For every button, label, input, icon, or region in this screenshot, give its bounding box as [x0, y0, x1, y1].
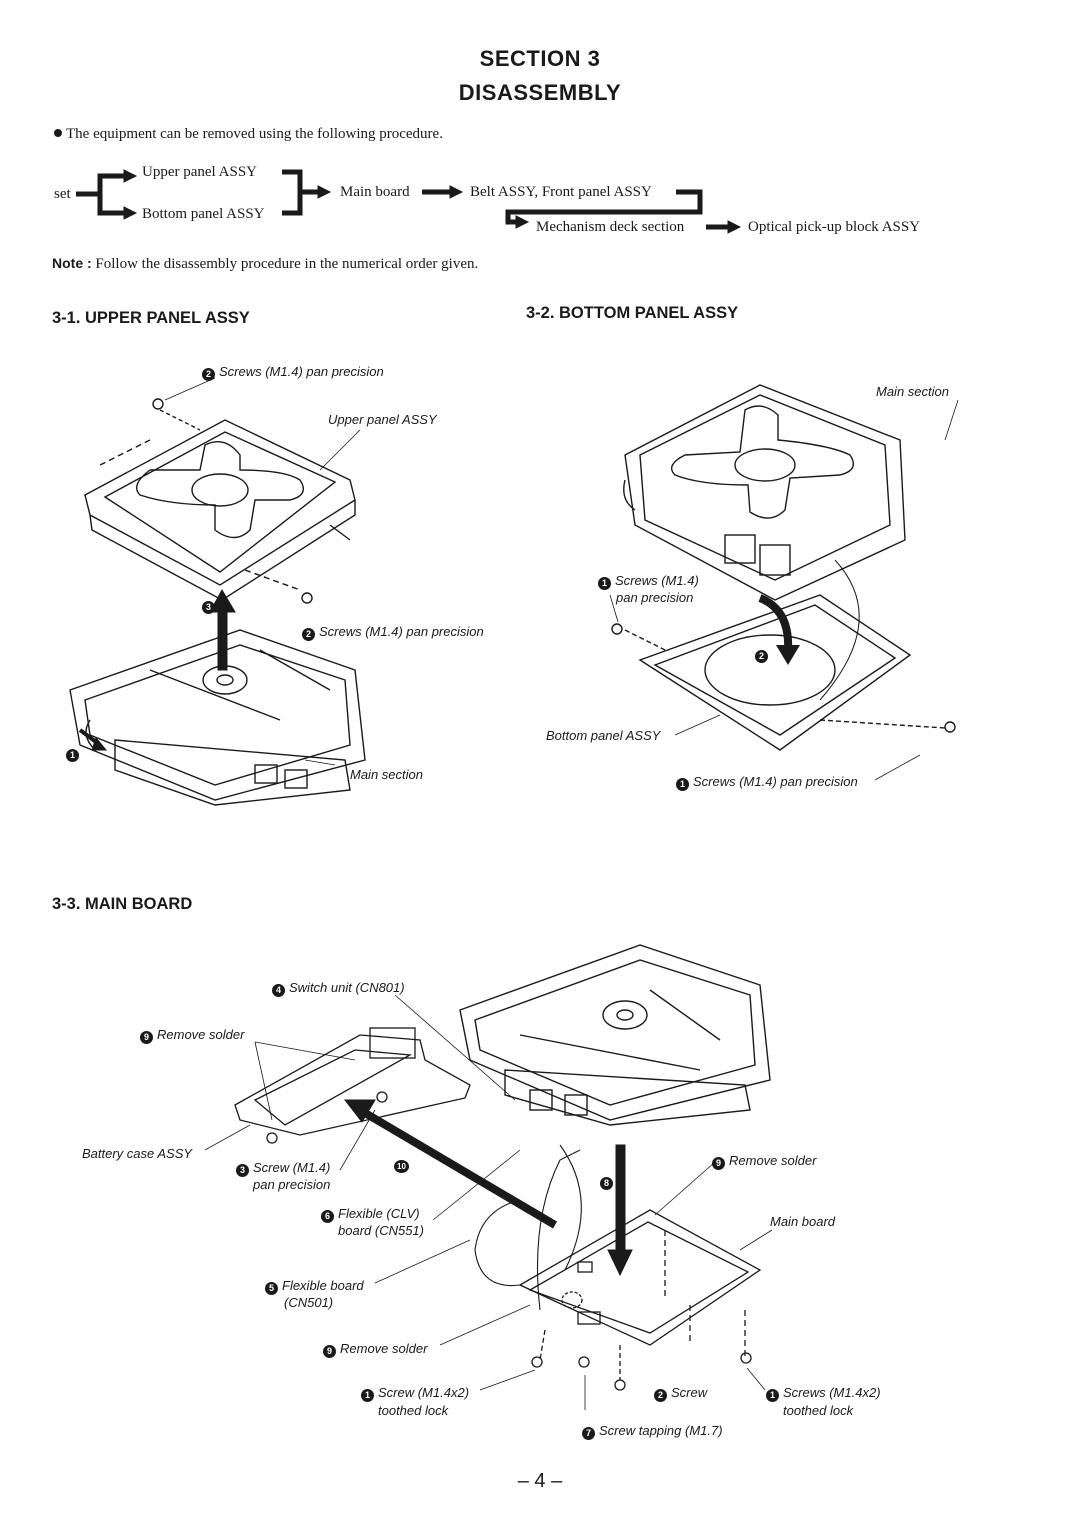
label-screw-m14-b: pan precision: [253, 1177, 331, 1192]
sec2-leaders: [609, 399, 959, 781]
note-line: Note : Follow the disassembly procedure …: [52, 255, 478, 273]
intro-text: The equipment can be removed using the f…: [66, 126, 443, 142]
heading-upper-panel: 3-1. UPPER PANEL ASSY: [52, 309, 250, 327]
sec3-arrows: [343, 1099, 633, 1277]
main-section-drawing: [69, 629, 366, 806]
section-number: SECTION 3: [479, 46, 601, 71]
intro-line: The equipment can be removed using the f…: [54, 126, 443, 143]
label-battery-case: Battery case ASSY: [82, 1146, 193, 1161]
flow-belt-assy: Belt ASSY, Front panel ASSY: [470, 184, 652, 200]
heading-main-board: 3-3. MAIN BOARD: [52, 895, 193, 913]
note-text: Follow the disassembly procedure in the …: [95, 256, 479, 272]
label-main-section-1: Main section: [350, 767, 423, 782]
bottom-panel-drawing: [611, 559, 956, 751]
main-board-drawing: [474, 1144, 762, 1391]
step-number-2: 2: [202, 368, 215, 381]
flow-upper-panel: Upper panel ASSY: [142, 164, 257, 180]
sec2-arrows: [758, 594, 800, 665]
heading-bottom-panel: 3-2. BOTTOM PANEL ASSY: [526, 304, 739, 322]
upper-panel-drawing: [84, 398, 356, 604]
flow-bottom-panel: Bottom panel ASSY: [142, 206, 265, 222]
label-flex-board-b: (CN501): [284, 1295, 334, 1310]
sec1-leaders: [164, 377, 361, 766]
flow-optical-pickup: Optical pick-up block ASSY: [748, 219, 921, 235]
sec1-arrows: [78, 588, 236, 751]
step-badge-8: 8: [600, 1172, 617, 1190]
page-title: DISASSEMBLY: [458, 80, 622, 105]
step-badge-10: 10: [394, 1155, 413, 1173]
bullet-icon: [54, 129, 62, 137]
sec3-leaders: [204, 994, 773, 1410]
flow-set: set: [54, 186, 71, 202]
step-number-2b: 2: [302, 628, 315, 641]
label-screws-x2-b: toothed lock: [783, 1403, 854, 1418]
mainboard-mech-drawing: [459, 944, 771, 1126]
label-flex-clv-b: board (CN551): [338, 1223, 424, 1238]
label-screw-x2-b: toothed lock: [378, 1403, 449, 1418]
flow-main-board: Main board: [340, 184, 410, 200]
flow-mechanism-deck: Mechanism deck section: [536, 219, 685, 235]
page-number: – 4 –: [517, 1470, 563, 1492]
label-screws-a2: pan precision: [616, 590, 694, 605]
label-upper-panel-assy: Upper panel ASSY: [328, 412, 437, 427]
flow-chart-lines: [76, 169, 742, 234]
label-bottom-panel-assy: Bottom panel ASSY: [546, 728, 661, 743]
note-key: Note :: [52, 255, 92, 271]
step-badge-2: 2: [755, 645, 772, 663]
label-main-section-2: Main section: [876, 384, 949, 399]
battery-case-drawing: [234, 1027, 471, 1144]
label-main-board: Main board: [770, 1214, 836, 1229]
step-badge-3: 3: [202, 596, 219, 614]
bottom-main-drawing: [623, 384, 906, 601]
step-badge-1: 1: [66, 744, 83, 762]
